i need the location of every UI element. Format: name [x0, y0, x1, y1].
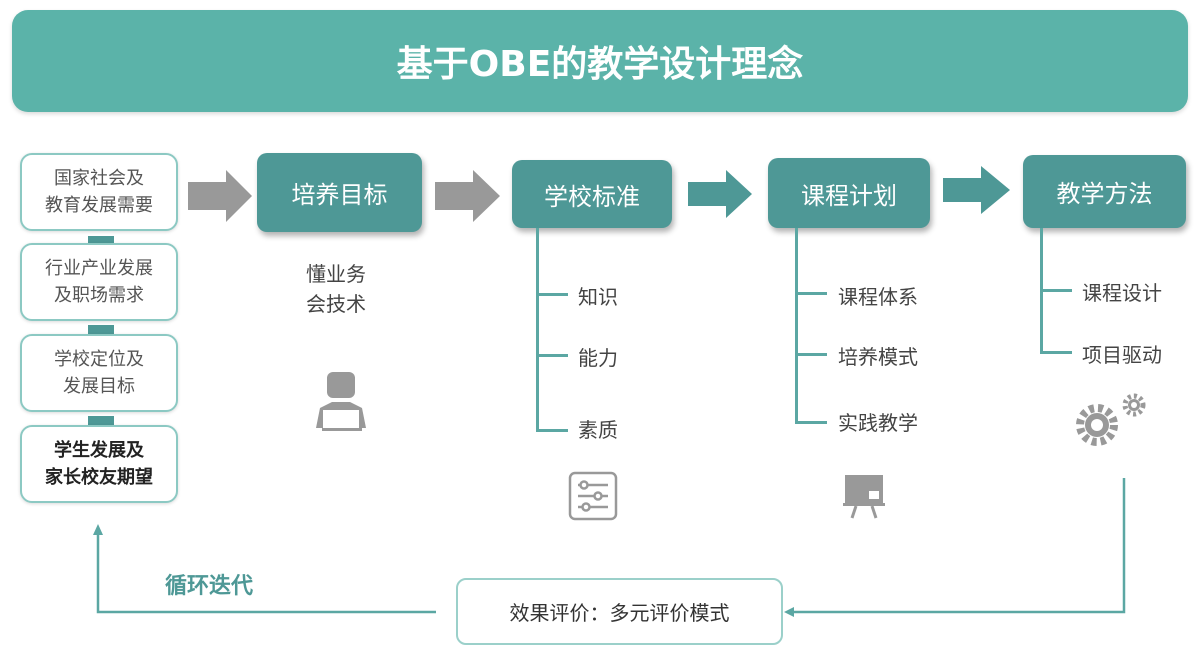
evaluation-box: 效果评价：多元评价模式	[456, 578, 783, 645]
standard-item: 素质	[578, 418, 618, 442]
tree-line	[536, 228, 539, 432]
source-box-students: 学生发展及家长校友期望	[20, 425, 178, 503]
text: 教育发展需要	[45, 195, 153, 216]
gears-icon	[1076, 393, 1146, 446]
standard-item: 知识	[578, 285, 618, 309]
curriculum-item: 课程体系	[838, 285, 918, 309]
goal-item: 懂业务	[306, 262, 366, 286]
tree-line	[795, 228, 798, 424]
text: 及职场需求	[54, 285, 144, 306]
arrow-right-icon	[188, 170, 252, 222]
source-box-industry: 行业产业发展及职场需求	[20, 243, 178, 321]
stage-school-standard: 学校标准	[512, 160, 672, 228]
arrow-up-icon	[93, 524, 103, 535]
arrow-right-icon	[943, 166, 1010, 214]
sliders-icon	[568, 471, 618, 521]
tree-branch	[536, 354, 568, 357]
goal-item: 会技术	[306, 292, 366, 316]
stage-curriculum-plan: 课程计划	[768, 158, 930, 228]
tree-branch	[536, 293, 568, 296]
arrow-right-icon	[435, 170, 500, 222]
source-box-school: 学校定位及发展目标	[20, 334, 178, 412]
page-title: 基于OBE的教学设计理念	[12, 10, 1188, 112]
curriculum-item: 实践教学	[838, 411, 918, 435]
text: 学校定位及	[54, 349, 144, 370]
text: 国家社会及	[54, 168, 144, 189]
presentation-board-icon	[843, 475, 885, 519]
stage-teaching-method: 教学方法	[1023, 155, 1186, 228]
loop-label: 循环迭代	[165, 574, 254, 599]
tree-branch	[795, 421, 827, 424]
person-laptop-icon	[316, 372, 366, 431]
text: 发展目标	[63, 376, 135, 397]
tree-branch	[795, 292, 827, 295]
text: 学生发展及	[54, 440, 144, 461]
method-item: 课程设计	[1082, 281, 1162, 305]
arrow-left-icon	[784, 607, 794, 617]
connector	[88, 416, 114, 425]
connector	[88, 236, 114, 245]
loop-line	[96, 534, 436, 614]
curriculum-item: 培养模式	[838, 345, 918, 369]
standard-item: 能力	[578, 346, 618, 370]
tree-branch	[536, 429, 568, 432]
arrow-right-icon	[688, 170, 752, 218]
connector	[88, 325, 114, 334]
tree-branch	[795, 353, 827, 356]
text: 行业产业发展	[45, 258, 153, 279]
tree-branch	[1040, 289, 1072, 292]
text: 家长校友期望	[45, 467, 153, 488]
tree-branch	[1040, 351, 1072, 354]
feedback-line	[792, 478, 1126, 614]
stage-training-goal: 培养目标	[257, 153, 422, 232]
source-box-national: 国家社会及教育发展需要	[20, 153, 178, 231]
method-item: 项目驱动	[1082, 343, 1162, 367]
